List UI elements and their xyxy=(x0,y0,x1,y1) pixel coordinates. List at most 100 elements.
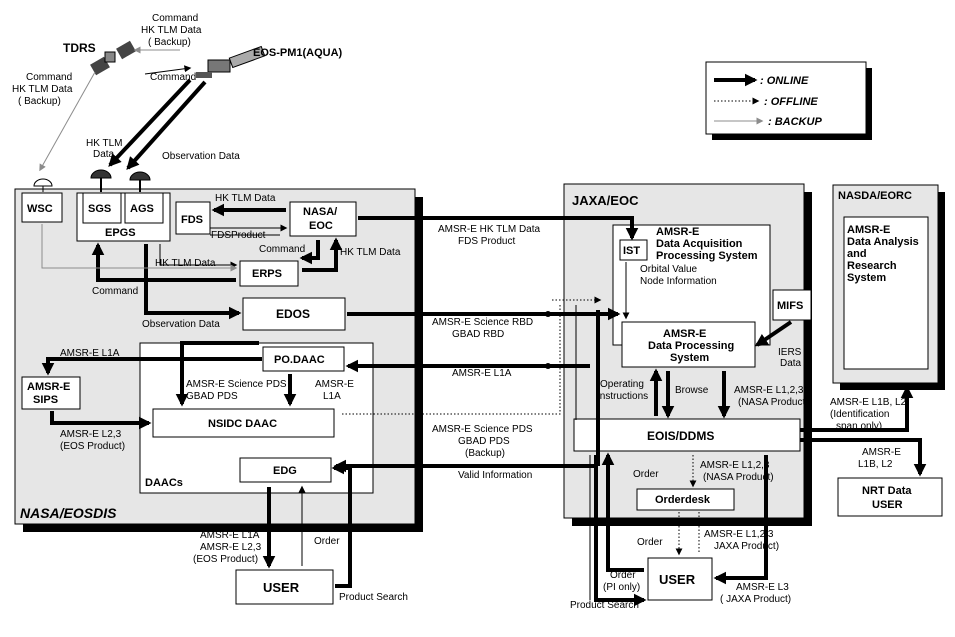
flow-label: HK TLM Data xyxy=(12,84,73,95)
sgs-label: SGS xyxy=(88,203,111,215)
orderdesk-label: Orderdesk xyxy=(655,494,711,506)
flow-label: (PI only) xyxy=(603,582,640,593)
wsc-label: WSC xyxy=(27,203,53,215)
nasa-eoc-box xyxy=(289,201,357,237)
flow-label: Observation Data xyxy=(142,319,220,330)
eorc-system-label: and xyxy=(847,248,867,260)
edos-label: EDOS xyxy=(276,307,310,321)
flow-label: AMSR-E L2,3 xyxy=(60,429,122,440)
flow-label: HK TLM Data xyxy=(215,193,276,204)
flow-label: (Identification xyxy=(830,409,889,420)
flow-labels: Command HK TLM Data ( Backup) Command HK… xyxy=(12,13,907,611)
mifs-label: MIFS xyxy=(777,300,803,312)
flow-label: HK TLM Data xyxy=(141,25,202,36)
flow-label: AMSR-E HK TLM Data xyxy=(438,224,540,235)
user-jaxa-box xyxy=(647,557,713,601)
jaxa-eoc-title: JAXA/EOC xyxy=(572,193,639,208)
flow-label: GBAD PDS xyxy=(186,391,238,402)
daacs-title: DAACs xyxy=(145,477,183,489)
fds-label: FDS xyxy=(181,214,203,226)
flow-label: AMSR-E Science PDS xyxy=(186,379,287,390)
flow-label: AMSR-E L1,2,3 xyxy=(734,385,804,396)
flow-label: Observation Data xyxy=(162,151,240,162)
user-nasa-box xyxy=(235,569,334,605)
eois-ddms-box xyxy=(573,418,801,452)
flow-label: Valid Information xyxy=(458,470,532,481)
flow-label: (EOS Product) xyxy=(60,441,125,452)
dps-label: AMSR-E xyxy=(663,328,706,340)
flow-label: Browse xyxy=(675,385,709,396)
eos-pm1-satellite-icon xyxy=(196,45,266,78)
flow-label: AMSR-E Science PDS xyxy=(432,424,533,435)
flow-label: L1B, L2 xyxy=(858,459,893,470)
dps-label: System xyxy=(670,352,709,364)
ist-label: IST xyxy=(623,245,640,257)
flow-label: AMSR-E L2,3 xyxy=(200,542,262,553)
legend-online-label: : ONLINE xyxy=(760,75,809,87)
daps-label: Processing System xyxy=(656,250,758,262)
flow-label: AMSR-E L1A xyxy=(60,348,120,359)
flow-label: AMSR-E L3 xyxy=(736,582,789,593)
dps-label: Data Processing xyxy=(648,340,734,352)
flow-label: (NASA Product) xyxy=(738,397,809,408)
junction-dot xyxy=(545,311,551,317)
daps-label: Data Acquisition xyxy=(656,238,743,250)
flow-label: AMSR-E L1A xyxy=(200,530,260,541)
podaac-box xyxy=(262,346,345,372)
ags-box xyxy=(124,192,164,224)
flow-label: AMSR-E L1,2,3 xyxy=(700,460,770,471)
flow-label: (EOS Product) xyxy=(193,554,258,565)
nsidc-daac-label: NSIDC DAAC xyxy=(208,418,277,430)
eorc-system-label: Data Analysis xyxy=(847,236,919,248)
edg-box xyxy=(239,457,332,483)
flow-label: ( Backup) xyxy=(18,96,61,107)
nasa-internal-links xyxy=(41,203,352,588)
flow-label: GBAD RBD xyxy=(452,329,504,340)
erps-box xyxy=(239,260,299,287)
wsc-box xyxy=(21,192,63,223)
nasda-eorc-region: NASDA/EORC AMSR-E Data Analysis and Rese… xyxy=(832,184,945,390)
nasda-eorc-title: NASDA/EORC xyxy=(838,190,912,202)
eorc-system-label: Research xyxy=(847,260,897,272)
legend-backup-label: : BACKUP xyxy=(768,116,822,128)
nasa-eoc-label: NASA/ xyxy=(303,206,337,218)
flow-label: Product Search xyxy=(570,600,639,611)
flow-label: Data xyxy=(93,149,115,160)
erps-label: ERPS xyxy=(252,268,282,280)
jaxa-internal-links xyxy=(589,262,793,607)
flow-label: IERS xyxy=(778,347,802,358)
ags-label: AGS xyxy=(130,203,154,215)
tdrs-satellite-icon xyxy=(90,40,136,76)
flow-label: AMSR-E L1A xyxy=(452,368,512,379)
flow-label: (NASA Product) xyxy=(703,472,774,483)
podaac-label: PO.DAAC xyxy=(274,354,325,366)
flow-label: Node Information xyxy=(640,276,717,287)
flow-label: AMSR-E L1,2,3 xyxy=(704,529,774,540)
flow-label: Command xyxy=(92,286,138,297)
amsr-e-sips-label: SIPS xyxy=(33,394,58,406)
epgs-label: EPGS xyxy=(105,227,136,239)
user-nasa-label: USER xyxy=(263,580,300,595)
flow-label: Order xyxy=(610,570,636,581)
flow-label: Order xyxy=(637,537,663,548)
orderdesk-box xyxy=(636,488,735,511)
flow-label: Instructions xyxy=(597,391,648,402)
nasa-eosdis-title: NASA/EOSDIS xyxy=(20,505,117,521)
cross-region-links xyxy=(333,216,927,477)
flow-label: AMSR-E Science RBD xyxy=(432,317,533,328)
amsr-e-sips-box xyxy=(21,376,81,410)
junction-dot xyxy=(545,363,551,369)
satellite-links xyxy=(39,46,207,172)
flow-label: GBAD PDS xyxy=(458,436,510,447)
flow-label: HK TLM Data xyxy=(155,258,216,269)
flow-label: Orbital Value xyxy=(640,264,698,275)
nrt-data-user-box xyxy=(837,477,943,517)
flow-label: AMSR-E xyxy=(862,447,901,458)
nrt-data-user-label: NRT Data xyxy=(862,485,912,497)
flow-label: JAXA Product) xyxy=(714,541,779,552)
fds-box xyxy=(175,201,211,235)
flow-label: FDSProduct xyxy=(211,230,266,241)
flow-label: HK TLM Data xyxy=(340,247,401,258)
daps-label: AMSR-E xyxy=(656,226,699,238)
wsc-antenna-icon xyxy=(33,178,53,192)
